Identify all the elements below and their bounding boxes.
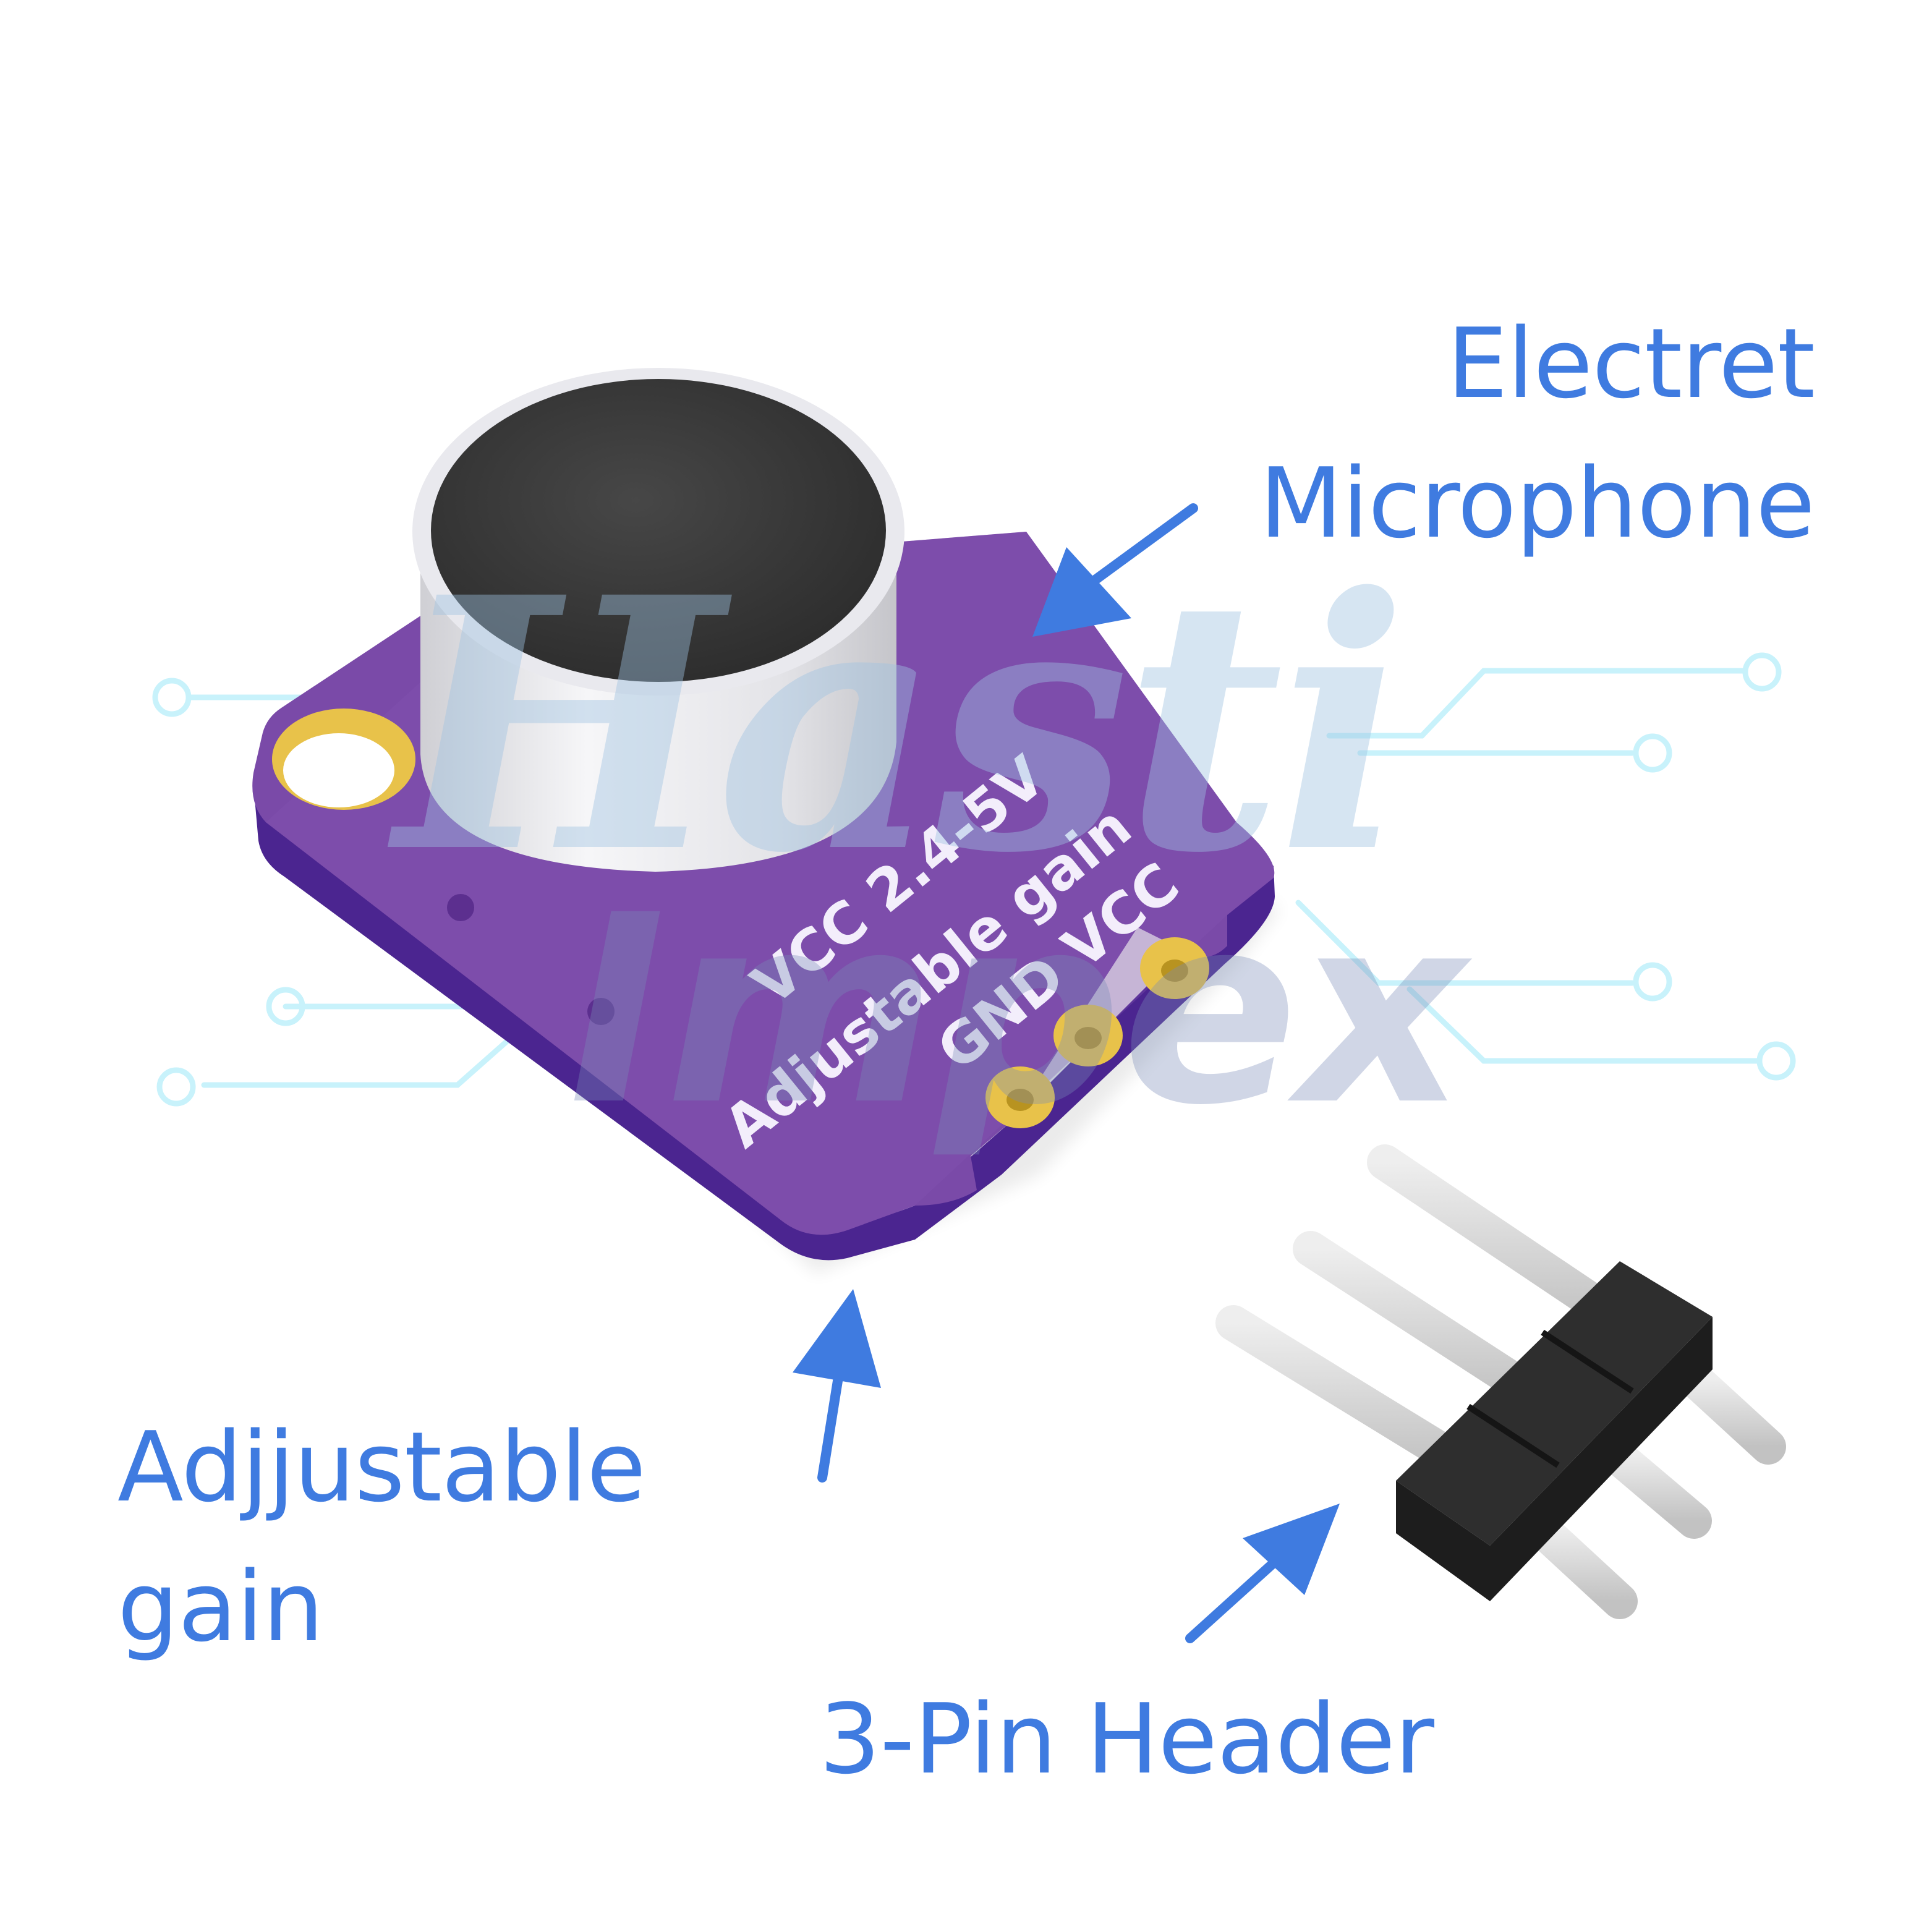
- watermark: Hasti Impex: [385, 522, 1473, 1162]
- arrows: [793, 503, 1340, 1643]
- watermark-bottom: Impex: [569, 860, 1473, 1162]
- header-pin-short-2: [1596, 1435, 1712, 1539]
- header-body-top: [1396, 1261, 1713, 1546]
- via: [447, 894, 474, 921]
- via: [587, 998, 615, 1025]
- header-pin-short-1: [1676, 1361, 1786, 1465]
- arrow-to-header: [1185, 1504, 1340, 1643]
- pin-pads: [985, 937, 1209, 1128]
- label-microphone-line-1: Electret: [1447, 307, 1815, 420]
- header-pin-short-3: [1521, 1509, 1638, 1619]
- label-gain-line-1: Adjjustable: [117, 1411, 646, 1523]
- pin-header: [1215, 1144, 1786, 1619]
- label-electret-microphone: Electret Microphone: [1259, 294, 1815, 573]
- mounting-hole: [272, 709, 415, 810]
- label-adjustable-gain: Adjjustable gain: [117, 1397, 646, 1677]
- label-gain-line-2: gain: [117, 1551, 324, 1664]
- arrow-to-gain: [793, 1289, 881, 1483]
- microphone-top: [431, 379, 886, 682]
- header-pin-long-2: [1293, 1231, 1557, 1415]
- watermark-top: Hasti: [385, 522, 1403, 929]
- label-header-text: 3-Pin Header: [819, 1683, 1434, 1795]
- header-pin-long-1: [1367, 1144, 1638, 1338]
- label-3-pin-header: 3-Pin Header: [819, 1669, 1434, 1809]
- electret-microphone: [412, 368, 904, 872]
- pcb-edge: [253, 785, 1275, 1261]
- header-pin-long-3: [1215, 1305, 1483, 1483]
- label-microphone-line-2: Microphone: [1259, 447, 1815, 560]
- arrow-to-microphone: [1032, 503, 1198, 637]
- circuit-traces: [152, 652, 1796, 1107]
